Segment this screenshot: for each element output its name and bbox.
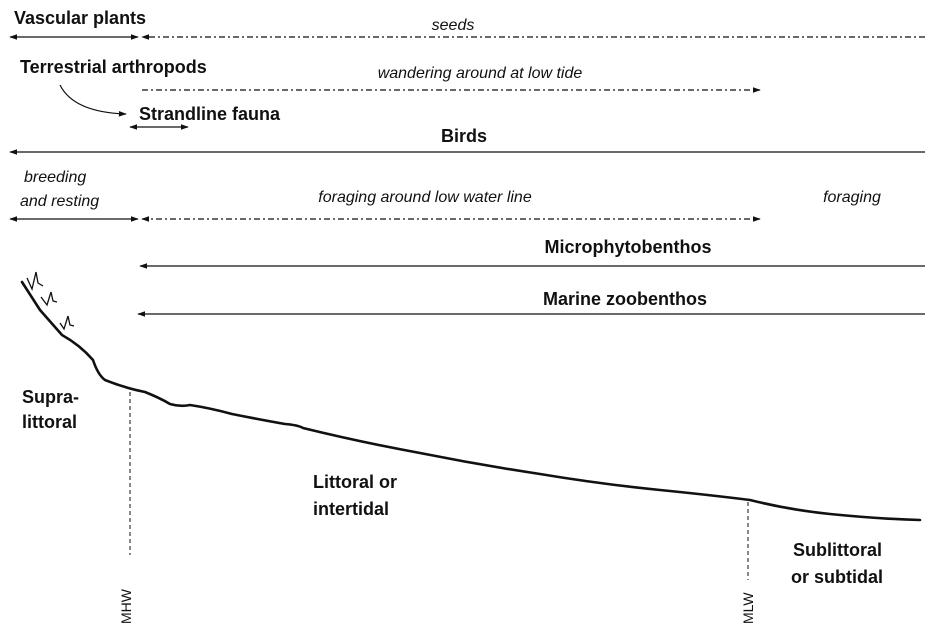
mhw-label: MHW xyxy=(118,588,134,624)
arthropods-to-strandline-arrow xyxy=(59,84,127,117)
supralittoral-label-line1: Supra- xyxy=(22,387,79,407)
marine-zoobenthos-label: Marine zoobenthos xyxy=(543,289,707,309)
mlw-label: MLW xyxy=(740,592,756,624)
breeding-label-line2: and resting xyxy=(20,193,99,210)
microphytobenthos-label: Microphytobenthos xyxy=(545,237,712,257)
wandering-label: wandering around at low tide xyxy=(378,65,583,82)
littoral-label-line2: intertidal xyxy=(313,499,389,519)
birds-label: Birds xyxy=(441,126,487,146)
breeding-label-line1: breeding xyxy=(24,169,86,186)
supralittoral-label-line2: littoral xyxy=(22,412,77,432)
terrestrial-arthropods-label: Terrestrial arthropods xyxy=(20,57,207,77)
foraging-label: foraging xyxy=(823,189,881,206)
strandline-fauna-label: Strandline fauna xyxy=(139,104,281,124)
vascular-plants-label: Vascular plants xyxy=(14,8,146,28)
foraging-low-water-label: foraging around low water line xyxy=(318,189,532,206)
sublittoral-label-line2: or subtidal xyxy=(791,567,883,587)
littoral-label-line1: Littoral or xyxy=(313,472,397,492)
seeds-label: seeds xyxy=(432,17,475,34)
shore-profile-line xyxy=(20,280,922,522)
cliff-vegetation-icon xyxy=(26,271,75,331)
sublittoral-label-line1: Sublittoral xyxy=(793,540,882,560)
